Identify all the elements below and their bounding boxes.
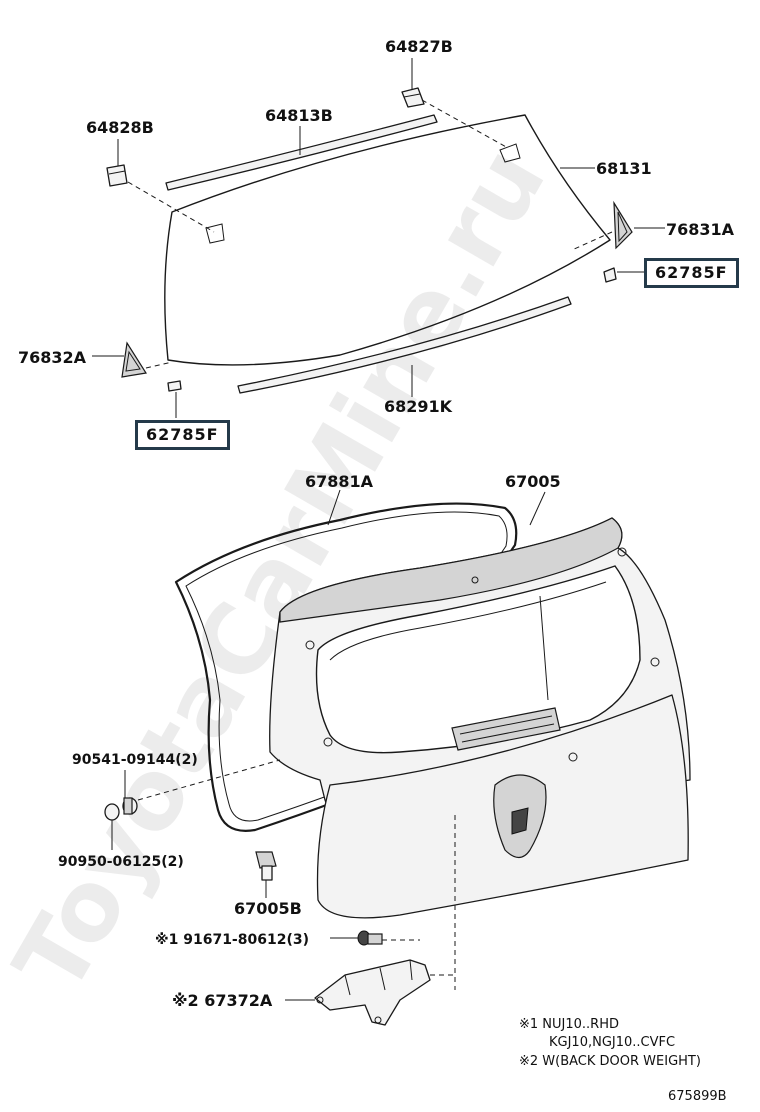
label-67005: 67005 [505, 472, 561, 491]
back-window-glass [164, 114, 611, 366]
glass-clip-left [205, 223, 225, 244]
pad-76831A-inner [617, 211, 628, 243]
window-divider [539, 595, 549, 701]
label-64827B: 64827B [385, 37, 453, 56]
figure-id: 675899B [668, 1089, 727, 1104]
clip-62785F-right [603, 267, 617, 283]
bolt-hole-6 [471, 576, 479, 584]
bolt-hole-4 [650, 657, 660, 667]
label-68131: 68131 [596, 159, 652, 178]
clip-64827B [401, 87, 425, 108]
pad-76832A-inner [125, 350, 141, 372]
bolt-91671 [357, 930, 383, 946]
door-window-opening [315, 565, 641, 754]
bracket-hole-2 [374, 1016, 382, 1024]
dash-64827B [421, 99, 509, 149]
label-67005B: 67005B [234, 899, 302, 918]
clip-62785F-left [167, 380, 182, 392]
door-latch-bracket [451, 707, 561, 751]
pad-76831A [613, 200, 633, 250]
label-90950: 90950-06125(2) [58, 854, 184, 870]
label-67881A: 67881A [305, 472, 374, 491]
latch-bracket-ribs [459, 715, 555, 743]
dash-64828B [127, 181, 215, 233]
label-62785F-right-boxed: 62785F [644, 258, 739, 288]
emblem-slot [511, 807, 529, 835]
lower-moulding [237, 296, 572, 394]
label-90541: 90541-09144(2) [72, 752, 198, 768]
bolt-hole-1 [305, 640, 315, 650]
bolt-67005B [255, 851, 277, 881]
weatherstrip-67881A-inner [185, 511, 508, 822]
label-64828B: 64828B [86, 118, 154, 137]
note-2: ※2 W(BACK DOOR WEIGHT) [519, 1054, 701, 1069]
cushion-90950 [104, 803, 120, 821]
label-64813B: 64813B [265, 106, 333, 125]
dash-90541 [137, 759, 281, 801]
bumper-90541 [122, 797, 138, 815]
dash-76831A [571, 231, 613, 251]
label-62785F-left-boxed: 62785F [135, 420, 230, 450]
glass-clip-right [499, 143, 521, 163]
leader-67881A [327, 489, 341, 526]
back-door-weight-67372A [314, 959, 431, 1026]
label-76831A: 76831A [666, 220, 735, 239]
upper-moulding [165, 114, 438, 191]
bracket-ribs [344, 959, 413, 996]
note-1-line-2: KGJ10,NGJ10..CVFC [549, 1035, 675, 1050]
door-spoiler [279, 517, 623, 623]
dash-76832A [145, 361, 173, 369]
leader-67005 [529, 491, 546, 526]
label-76832A: 76832A [18, 348, 87, 367]
bolt-hole-2 [323, 737, 333, 747]
window-frame-inner-line [329, 581, 607, 661]
weatherstrip-67881A [174, 502, 518, 832]
label-67372A: ※2 67372A [172, 991, 273, 1010]
clip-64828B [106, 164, 128, 187]
bolt-hole-3 [617, 547, 627, 557]
label-91671: ※1 91671-80612(3) [155, 932, 309, 948]
note-1-line-1: ※1 NUJ10..RHD [519, 1017, 619, 1032]
bolt-hole-5 [568, 752, 578, 762]
bracket-hole-1 [316, 996, 324, 1004]
label-68291K: 68291K [384, 397, 453, 416]
